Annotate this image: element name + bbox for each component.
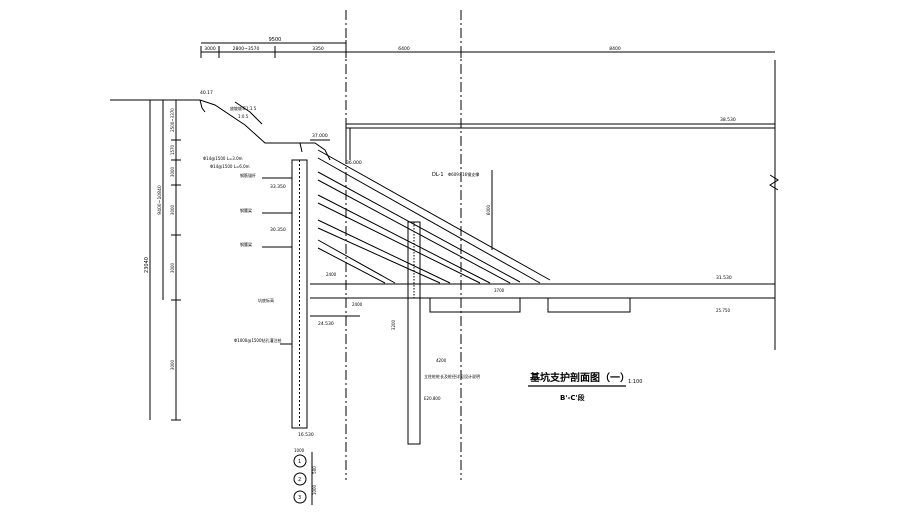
pile-bottom-elevation: 16.530 bbox=[298, 432, 314, 438]
bottom-dim-1: 2400 bbox=[326, 272, 337, 277]
elevation-30: 30.350 bbox=[270, 227, 286, 233]
column-pile-center: E20.800 立柱桩桩长及桩径详见设计说明 bbox=[407, 221, 480, 445]
bottom-dim-4: 4200 bbox=[436, 358, 447, 363]
row-label-2: 钢腰梁 bbox=[240, 207, 252, 213]
section-marks: 1 2 3 1000 500 1000 bbox=[293, 448, 317, 505]
bottom-dim-3: 3700 bbox=[494, 288, 505, 293]
elevation-right-bottom: 25.750 bbox=[716, 308, 730, 313]
left-dim-1: 2500~3370 bbox=[170, 108, 175, 132]
top-dim-2: 2800~3570 bbox=[233, 46, 260, 52]
pit-bottom-elevation: 24.530 bbox=[318, 321, 334, 327]
ground-elevation-left: 40.17 bbox=[200, 90, 213, 96]
strut-dim-2: 3200 bbox=[391, 319, 396, 330]
section-dim-1: 1000 bbox=[294, 448, 305, 453]
row-label-1: 钢筋锚杆 bbox=[240, 172, 256, 178]
section-mark-2 bbox=[293, 472, 307, 486]
left-dim-3: 3000 bbox=[170, 166, 175, 177]
left-group-dim: 9400~10840 bbox=[157, 185, 163, 215]
left-dim-2: 1570 bbox=[170, 144, 175, 155]
elevation-right-top: 38.530 bbox=[720, 117, 736, 123]
pit-label: 坑底标高 bbox=[258, 297, 274, 303]
soil-nail-note-2: Φ14@1500 L=6.0m bbox=[210, 164, 250, 169]
section-label: B'-C'段 bbox=[560, 393, 585, 402]
elevation-36: 36.000 bbox=[346, 160, 362, 166]
pit-bottom: 24.530 坑底标高 Φ1000@1500钻孔灌注桩 2400 2400 37… bbox=[234, 272, 505, 363]
top-dim-4: 6400 bbox=[398, 46, 410, 52]
retaining-pile-left: 16.530 bbox=[291, 159, 314, 438]
elevation-37: 37.000 bbox=[312, 133, 328, 139]
section-mark-2-label: 2 bbox=[298, 477, 301, 483]
elevation-right-mid: 31.530 bbox=[716, 275, 732, 281]
section-dim-3: 1000 bbox=[312, 484, 317, 495]
soil-nail-note-1: Φ14@1500 L=3.0m bbox=[203, 156, 243, 161]
top-dimension: 9500 3000 2800~3570 3350 6400 8400 bbox=[200, 37, 775, 58]
section-mark-1 bbox=[293, 454, 307, 468]
wall-elevations: 37.000 36.000 33.350 30.350 钢筋锚杆 钢腰梁 钢腰梁 bbox=[240, 133, 362, 248]
title-block: 基坑支护剖面图（一） 1:100 B'-C'段 bbox=[528, 371, 642, 402]
top-dim-3: 3350 bbox=[312, 46, 324, 52]
section-mark-1-label: 1 bbox=[298, 459, 301, 465]
structure-slabs: 38.530 31.530 25.750 bbox=[310, 60, 779, 350]
elevation-33: 33.350 bbox=[270, 184, 286, 190]
left-dim-5: 3000 bbox=[170, 262, 175, 273]
left-overall-dim: 23040 bbox=[144, 257, 150, 273]
strut-label: DL-1 bbox=[432, 172, 444, 178]
pile-note: Φ1000@1500钻孔灌注桩 bbox=[234, 337, 282, 343]
column-pile-note: 立柱桩桩长及桩径详见设计说明 bbox=[424, 373, 480, 379]
section-mark-3 bbox=[293, 490, 307, 504]
left-dim-6: 3000 bbox=[170, 359, 175, 370]
bottom-dim-2: 2400 bbox=[352, 302, 363, 307]
top-overall-dim: 9500 bbox=[269, 37, 282, 43]
left-dim-4: 3000 bbox=[170, 204, 175, 215]
ground-profile: 40.17 放坡坡率1:1.5 1:0.5 Φ14@1500 L=3.0m Φ1… bbox=[110, 90, 331, 169]
row-label-3: 钢腰梁 bbox=[240, 241, 252, 247]
drawing-title: 基坑支护剖面图（一） bbox=[529, 371, 630, 384]
strut-dim-1: 6000 bbox=[486, 204, 491, 215]
top-dim-1: 3000 bbox=[204, 46, 216, 52]
steel-strut-note: Φ609×16钢支撑 bbox=[448, 171, 479, 177]
drawing-scale: 1:100 bbox=[628, 379, 642, 385]
inclined-struts: DL-1 Φ609×16钢支撑 6000 bbox=[317, 149, 551, 284]
top-dim-5: 8400 bbox=[609, 46, 621, 52]
slope-ratio: 1:0.5 bbox=[238, 114, 249, 119]
slope-top-note: 放坡坡率1:1.5 bbox=[230, 105, 257, 111]
section-mark-3-label: 3 bbox=[298, 495, 301, 501]
left-dimensions: 23040 9400~10840 2500~3370 1570 3000 300… bbox=[144, 99, 181, 421]
column-bottom-elevation: E20.800 bbox=[424, 396, 441, 401]
section-dim-2: 500 bbox=[312, 466, 317, 474]
